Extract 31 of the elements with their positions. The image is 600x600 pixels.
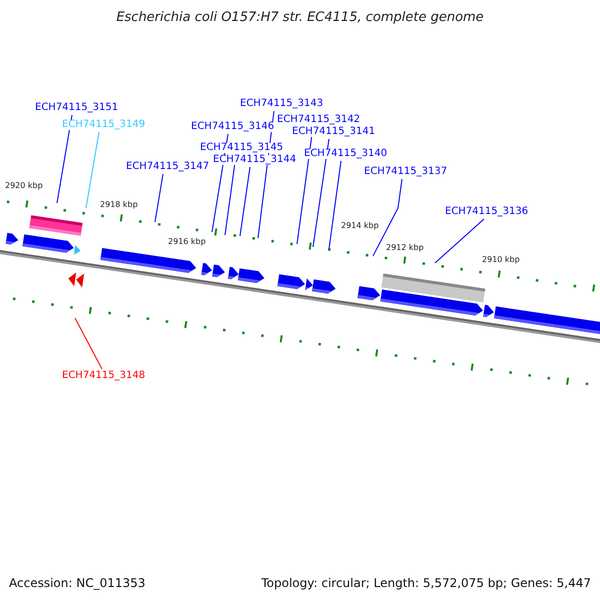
leader-line (312, 138, 330, 248)
leader-line (434, 218, 484, 264)
gene-label: ECH74115_3141 (292, 127, 376, 137)
leader-line (240, 166, 250, 236)
leader-line (86, 132, 100, 208)
leader-line (74, 318, 102, 370)
scale-label: 2914 kbp (341, 222, 379, 230)
leader-line (328, 160, 342, 250)
genome-info-text: Topology: circular; Length: 5,572,075 bp; Genes: 5,447 (261, 577, 591, 589)
gene-label: ECH74115_3144 (213, 155, 296, 165)
leader-line (56, 114, 72, 204)
scale-label: 2920 kbp (5, 182, 43, 190)
title: Escherichia coli O157:H7 str. EC4115, complete genome (115, 11, 485, 24)
scale-label: 2910 kbp (482, 256, 520, 264)
gene-label: ECH74115_3146 (191, 122, 274, 132)
gene-label: ECH74115_3136 (445, 207, 528, 217)
scale-label: 2918 kbp (100, 201, 138, 209)
gene-label: ECH74115_3151 (35, 103, 118, 113)
scale-label: 2916 kbp (168, 238, 206, 246)
gene-label: ECH74115_3142 (277, 115, 360, 125)
gene-label: ECH74115_3147 (126, 162, 210, 172)
gene-label: ECH74115_3143 (240, 99, 324, 109)
leader-line (154, 174, 164, 222)
gene-label: ECH74115_3149 (62, 120, 146, 130)
gene-label: ECH74115_3148 (62, 371, 146, 381)
gene-label: ECH74115_3145 (200, 143, 284, 153)
gene-label: ECH74115_3140 (304, 149, 388, 159)
leader-line (372, 178, 402, 256)
accession-text: Accession: NC_011353 (9, 577, 146, 589)
gene-label: ECH74115_3137 (364, 167, 448, 177)
scale-label: 2912 kbp (386, 244, 424, 252)
